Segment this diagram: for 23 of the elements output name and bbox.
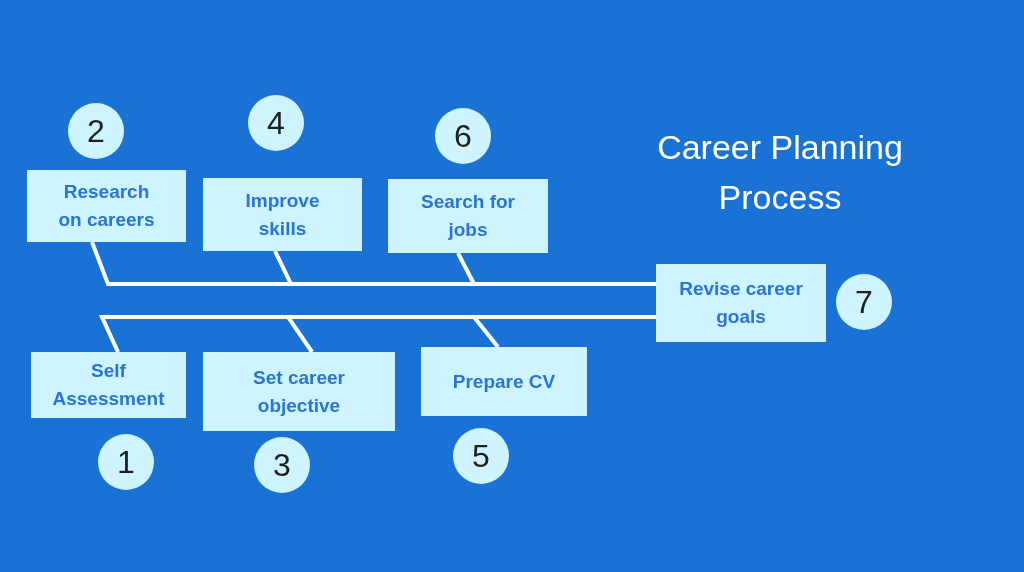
step-box bbox=[421, 347, 587, 416]
step-number: 3 bbox=[254, 437, 310, 493]
step-number: 5 bbox=[453, 428, 509, 484]
step-box bbox=[27, 170, 186, 242]
step-label: Revise career goals bbox=[678, 277, 804, 329]
step-box bbox=[31, 352, 186, 418]
step-label: Prepare CV bbox=[452, 369, 556, 394]
step-label: Improve skills bbox=[244, 188, 321, 241]
step-box bbox=[203, 352, 395, 431]
connector-line bbox=[456, 252, 656, 286]
step-number: 4 bbox=[248, 95, 304, 151]
step-label: Research on careers bbox=[57, 180, 156, 232]
step-label: Self Assessment bbox=[51, 359, 166, 411]
step-box bbox=[388, 179, 548, 253]
step-label: Set career objective bbox=[252, 365, 346, 418]
step-number: 1 bbox=[98, 434, 154, 490]
step-label: Search for jobs bbox=[420, 190, 516, 242]
step-number: 2 bbox=[68, 103, 124, 159]
diagram-title: Career Planning Process bbox=[656, 127, 904, 218]
step-number: 7 bbox=[836, 274, 892, 330]
step-number: 6 bbox=[435, 108, 491, 164]
step-box bbox=[203, 178, 362, 251]
step-box bbox=[656, 264, 826, 342]
